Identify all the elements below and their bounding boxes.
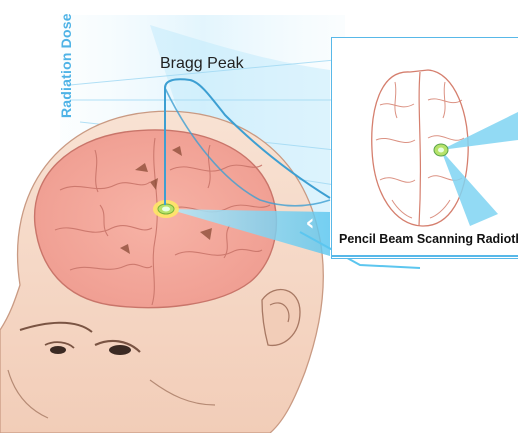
inset-panel: [331, 37, 518, 259]
inset-underline: [331, 255, 518, 257]
inset-caption: Pencil Beam Scanning Radiotherapy: [339, 232, 518, 246]
chevron-left-icon: ‹: [296, 210, 324, 236]
radiation-dose-axis-label: Radiation Dose: [58, 13, 74, 118]
bragg-peak-label: Bragg Peak: [160, 55, 244, 73]
